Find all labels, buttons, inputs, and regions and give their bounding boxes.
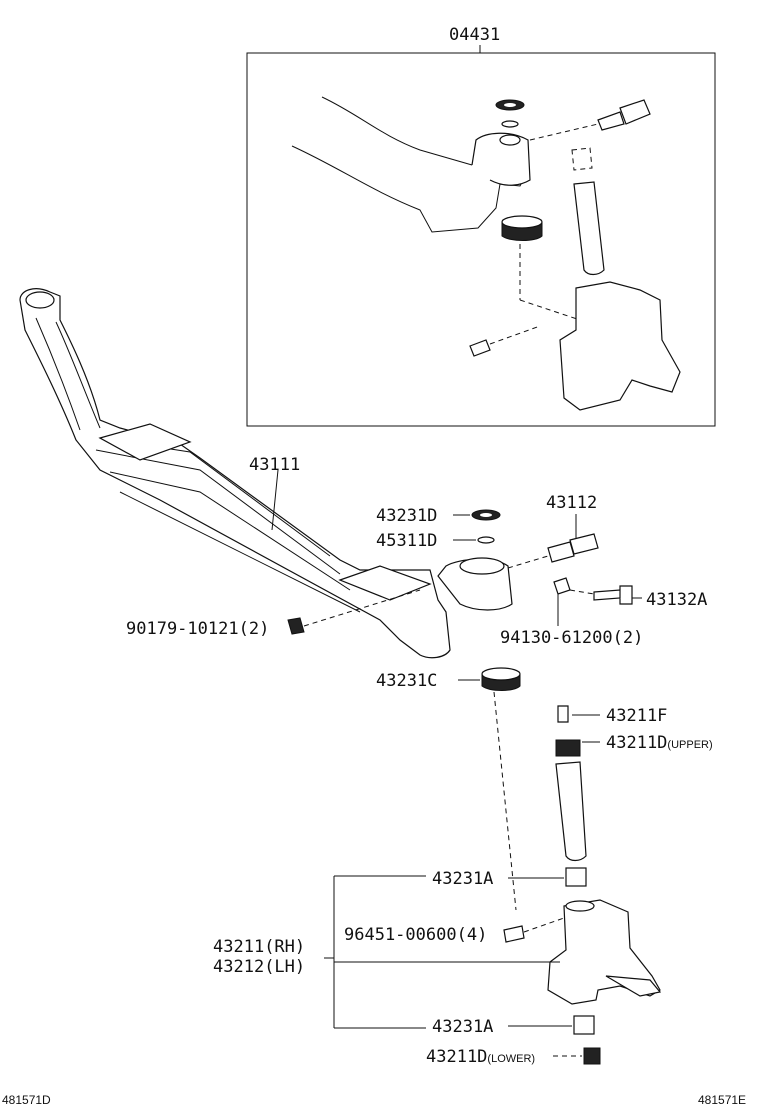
lower-cap [583,1047,601,1065]
label-upper-bushing: 43231A [432,869,493,889]
label-nipple-qty: (4) [457,925,488,945]
knuckle-nipple [503,925,525,943]
label-lower-cap-number: 43211D [426,1047,487,1067]
label-knuckle-lh: 43212(LH) [213,957,305,977]
label-lock-bolt: 43132A [646,590,707,610]
axle-beam-outline [19,288,451,659]
kit-bearing-top [501,215,543,229]
label-upper-thrust-washer: 43231D [376,506,437,526]
kit-dash-knuckle [519,299,581,321]
label-lock-bolt-washer-qty: (2) [613,628,644,648]
upper-shim [477,536,495,544]
ref-left: 481571D [2,1093,51,1107]
label-thrust-bearing: 43231C [376,671,437,691]
upper-lock-pin [547,533,599,563]
label-upper-cap-number: 43211D [606,733,667,753]
axle-beam-left-bore [25,291,55,309]
knuckle-bracket [324,875,560,1029]
label-upper-cap: 43211D(UPPER) [606,733,713,753]
label-grease-fitting: 43211F [606,706,667,726]
lock-bolt-washer [553,577,571,595]
kit-beam-bore [499,134,521,146]
axle-right-spring-pad [338,565,432,601]
kit-nipple-dash [489,325,541,345]
label-knuckle-lh-qual: (LH) [264,957,305,977]
upper-thrust-washer-hole [480,513,492,517]
nipple-dash [523,917,565,933]
label-kit: 04431 [449,25,500,45]
label-lock-bolt-washer: 94130-61200(2) [500,628,643,648]
leader-43111 [271,469,279,531]
kit-king-pin [573,181,605,276]
king-pin [555,761,587,862]
upper-lock-pin-dash [507,555,549,569]
label-shim: 45311D [376,531,437,551]
label-knuckle-rh-qual: (RH) [264,937,305,957]
upper-cap [555,739,581,757]
upper-components [287,509,642,911]
kit-shim [501,120,519,128]
axle-left-spring-pad [98,423,192,461]
label-lower-cap-qual: (LOWER) [487,1053,535,1065]
axle-beam [19,288,513,659]
lower-bushing [573,1015,595,1035]
kit-beam-outline [291,96,529,233]
bearing-to-knuckle-dash [493,691,517,911]
kit-thrust-washer-hole [504,103,516,107]
label-lower-bushing: 43231A [432,1017,493,1037]
label-king-pin: 43112 [546,493,597,513]
axle-kingpin-bore [459,557,505,575]
lock-bolt [593,585,633,605]
grease-fitting [557,705,569,723]
label-nut-number: 90179-10121 [126,619,239,639]
label-knuckle-rh: 43211(RH) [213,937,305,957]
thrust-bearing-top [481,667,521,681]
label-knuckle-lh-number: 43212 [213,957,264,977]
lock-bolt-dash [569,589,595,595]
kit-knuckle [559,281,681,411]
part-labels: 04431 43111 43231D 45311D 43112 43132A 9… [2,25,746,1107]
label-nut-qty: (2) [239,619,270,639]
knuckle-upper-bore [565,900,595,912]
label-nipple: 96451-00600(4) [344,925,487,945]
kit-pin-ghost [571,147,593,171]
axle-beam-flanges [35,317,361,613]
label-knuckle-rh-number: 43211 [213,937,264,957]
kit-inset [246,45,716,427]
label-lock-bolt-washer-number: 94130-61200 [500,628,613,648]
beam-nut [287,617,305,635]
kit-nipple [469,339,491,357]
knuckle-spindle [605,975,662,997]
label-lower-cap: 43211D(LOWER) [426,1047,535,1067]
label-upper-cap-qual: (UPPER) [667,739,712,751]
kit-beam-boss [471,132,531,186]
upper-bushing [565,867,587,887]
kit-inset-frame [246,52,716,427]
beam-nut-dash [303,589,421,627]
label-axle-beam: 43111 [249,455,300,475]
kit-lock-bolt-dash [529,123,599,141]
ref-right: 481571E [698,1093,746,1107]
kit-lock-bolt [597,99,651,131]
label-nipple-number: 96451-00600 [344,925,457,945]
king-pin-components [503,705,662,1065]
label-nut: 90179-10121(2) [126,619,269,639]
